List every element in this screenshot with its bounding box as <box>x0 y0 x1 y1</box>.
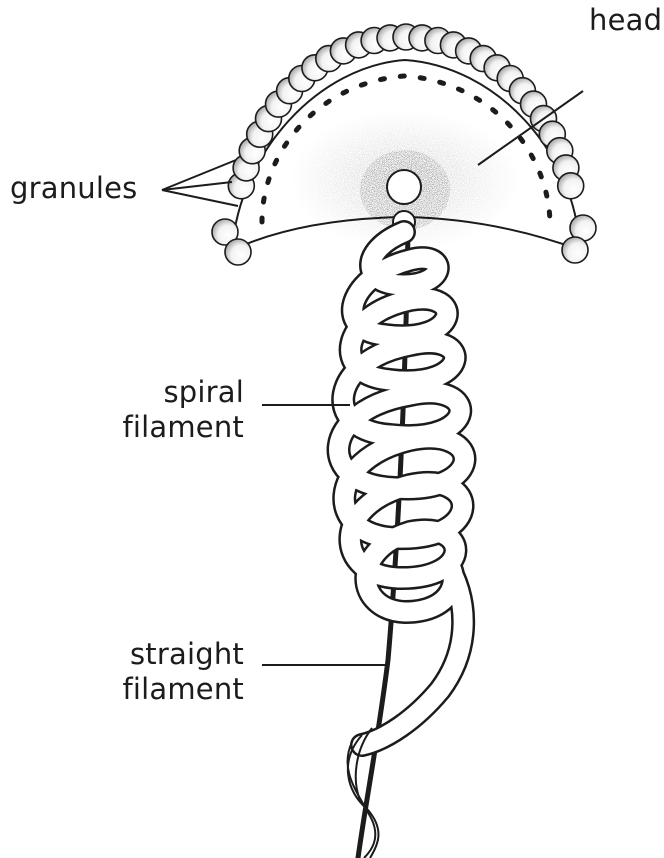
granule <box>562 237 588 263</box>
spiral-filament-label-line1: spiral <box>120 376 244 409</box>
spiral-filament <box>339 232 465 745</box>
granule <box>558 173 584 199</box>
granules-leader-3 <box>162 190 238 206</box>
granules-label: granules <box>10 172 137 205</box>
straight-filament-label-line2: filament <box>100 673 244 706</box>
spiral-filament-label-line2: filament <box>120 411 244 444</box>
head-label: head <box>589 4 662 37</box>
straight-filament-label-line1: straight <box>100 638 244 671</box>
granule <box>225 239 251 265</box>
central-knob <box>387 170 421 204</box>
